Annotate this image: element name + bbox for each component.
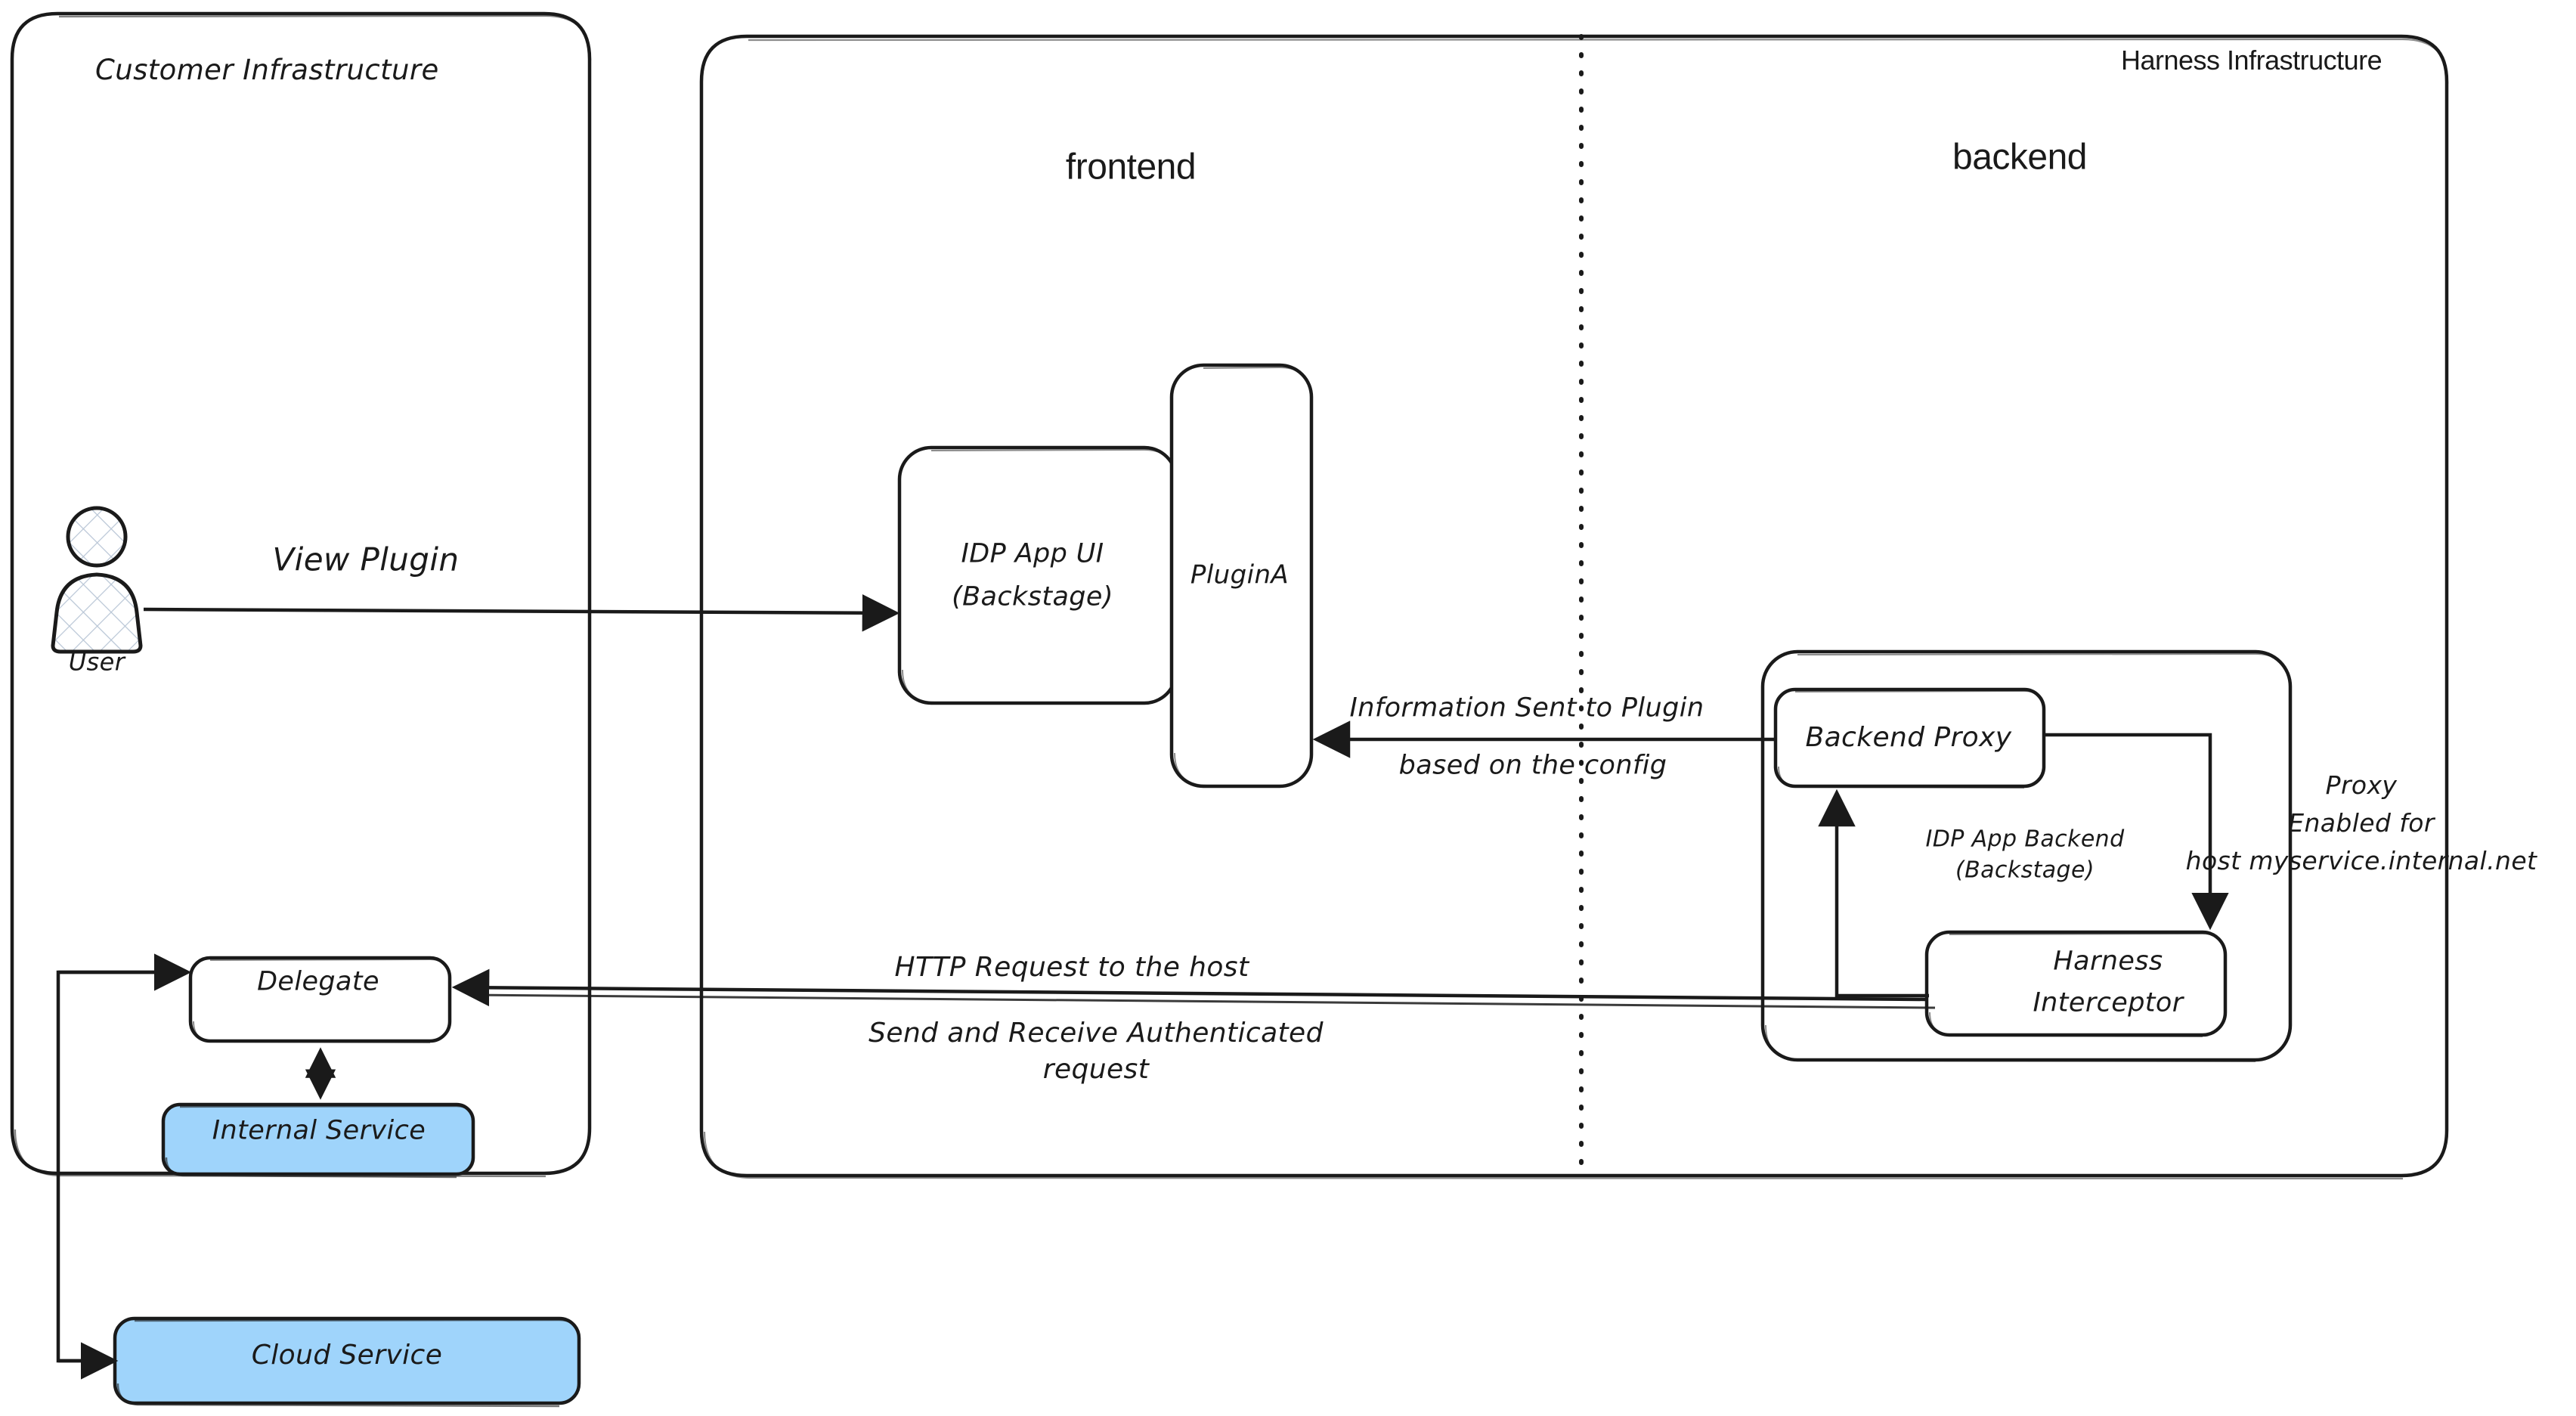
node-backend-proxy[interactable] bbox=[1773, 687, 2046, 789]
user-icon bbox=[51, 506, 143, 654]
node-delegate[interactable] bbox=[188, 956, 452, 1043]
edge-interceptor-to-backend-proxy bbox=[1818, 789, 1929, 998]
node-cloud-service[interactable] bbox=[113, 1316, 581, 1408]
edge-proxy-enabled-for-host bbox=[2044, 733, 2229, 931]
zone-harness-infrastructure bbox=[699, 34, 2449, 1180]
node-plugin-a[interactable] bbox=[1169, 363, 1314, 789]
node-harness-interceptor[interactable] bbox=[1924, 930, 2228, 1037]
node-internal-service[interactable] bbox=[161, 1102, 475, 1179]
edge-http-request-to-host bbox=[451, 968, 1936, 1009]
node-idp-app-ui[interactable] bbox=[897, 445, 1178, 705]
edge-view-plugin bbox=[143, 594, 900, 632]
edge-delegate-cloud-service bbox=[56, 953, 192, 1380]
